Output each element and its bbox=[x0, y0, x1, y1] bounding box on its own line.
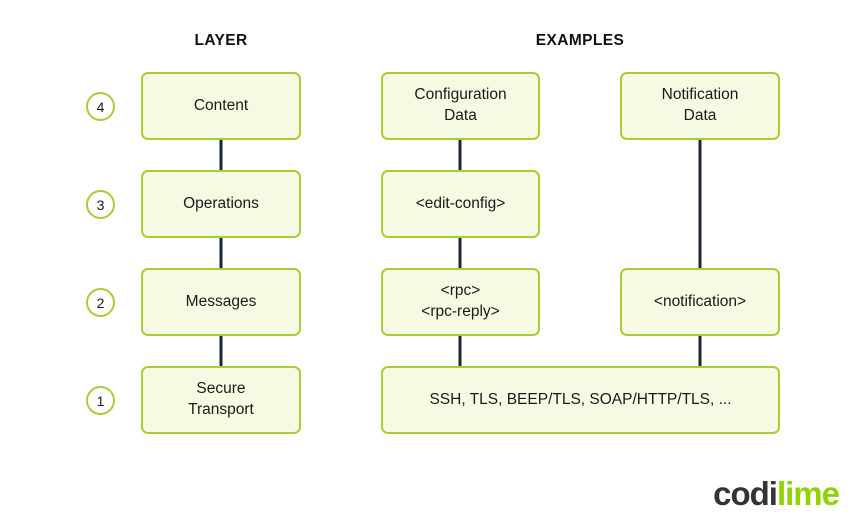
connector-layer-3-2 bbox=[219, 238, 223, 268]
layer-badge-3: 3 bbox=[86, 190, 115, 219]
example-box-rpc: <rpc><rpc-reply> bbox=[381, 268, 540, 336]
example-box-notification: <notification> bbox=[620, 268, 780, 336]
logo-text-lime: lime bbox=[776, 475, 840, 512]
example-box-secure-transport-protocols: SSH, TLS, BEEP/TLS, SOAP/HTTP/TLS, ... bbox=[381, 366, 780, 434]
connector-layer-2-1 bbox=[219, 336, 223, 366]
layer-box-operations: Operations bbox=[141, 170, 301, 238]
codilime-logo: codilime bbox=[713, 475, 840, 512]
connector-notification-2-1 bbox=[698, 336, 702, 366]
layer-badge-1: 1 bbox=[86, 386, 115, 415]
connector-config-4-3 bbox=[458, 140, 462, 170]
layer-badge-4: 4 bbox=[86, 92, 115, 121]
column-header-examples: EXAMPLES bbox=[535, 32, 625, 49]
layer-badge-2: 2 bbox=[86, 288, 115, 317]
connector-config-3-2 bbox=[458, 238, 462, 268]
example-box-edit-config: <edit-config> bbox=[381, 170, 540, 238]
column-header-layer: LAYER bbox=[194, 32, 248, 49]
layer-box-content: Content bbox=[141, 72, 301, 140]
connector-notification-4-2 bbox=[698, 140, 702, 268]
connector-layer-4-3 bbox=[219, 140, 223, 170]
layer-box-messages: Messages bbox=[141, 268, 301, 336]
logo-text-codi: codi bbox=[713, 475, 778, 512]
connector-config-2-1 bbox=[458, 336, 462, 366]
